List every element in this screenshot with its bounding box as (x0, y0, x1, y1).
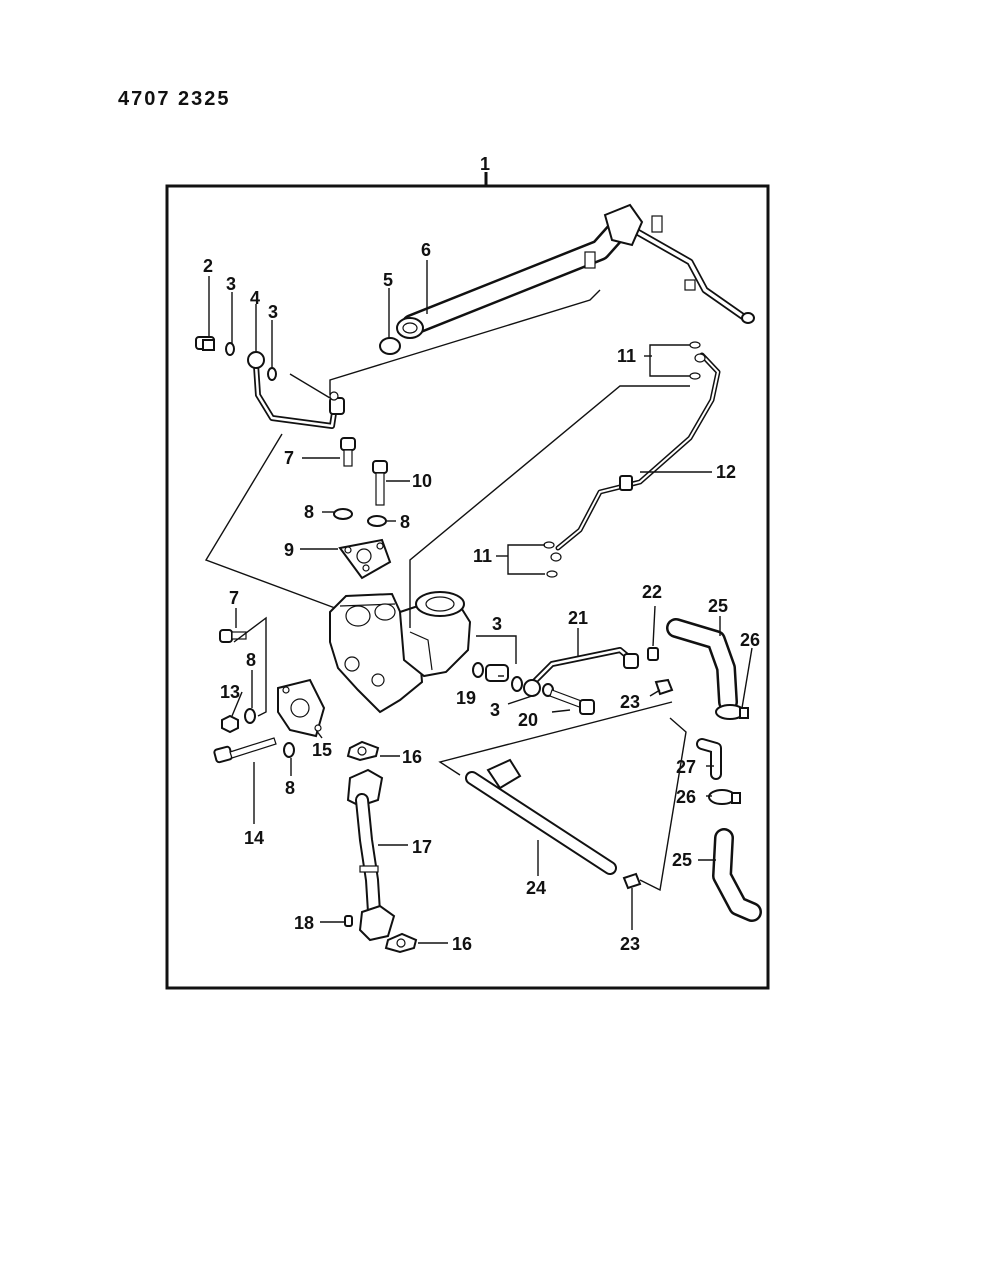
part-10-stud (372, 460, 388, 506)
callout-22: 22 (642, 582, 662, 602)
part-5-o-ring (379, 337, 401, 355)
turbocharger-body (329, 591, 472, 714)
callout-24: 24 (526, 878, 546, 898)
callout-10: 10 (412, 471, 432, 491)
document-id: 4707 2325 (118, 88, 231, 110)
callout-4: 4 (250, 288, 260, 308)
callout-17: 17 (412, 837, 432, 857)
callout-25: 25 (672, 850, 692, 870)
callout-7: 7 (229, 588, 239, 608)
part-11-fitting (689, 372, 701, 380)
part-22-plug (647, 647, 659, 661)
part-16-gasket (384, 932, 418, 954)
callout-15: 15 (312, 740, 332, 760)
connector-lines (204, 289, 690, 892)
part-3-washer (472, 662, 484, 678)
part-7-bolt-upper (340, 437, 356, 467)
callout-11: 11 (473, 546, 492, 566)
part-3-bracket (476, 635, 517, 664)
part-8-washer (283, 742, 295, 758)
part-17-oil-return-pipe (346, 768, 396, 942)
callout-3: 3 (268, 302, 278, 322)
callout-7: 7 (284, 448, 294, 468)
callout-27: 27 (676, 757, 696, 777)
callout-16: 16 (452, 934, 472, 954)
part-23-clip (654, 678, 674, 696)
part-11-fitting (689, 341, 701, 349)
part-3-washer (267, 367, 277, 381)
part-2-eye-bolt (195, 336, 215, 351)
part-3-washer (511, 676, 523, 692)
callout-19: 19 (456, 688, 476, 708)
part-8-washer (333, 508, 353, 520)
callout-12: 12 (716, 462, 736, 482)
callout-26: 26 (676, 787, 696, 807)
callout-23: 23 (620, 934, 640, 954)
callout-25: 25 (708, 596, 728, 616)
callouts: 1 2 3 4 3 5 6 11 7 10 12 8 8 9 11 7 3 21… (203, 154, 760, 954)
part-26-clamp-lower (708, 789, 741, 805)
part-19-connector (485, 664, 509, 682)
callout-2: 2 (203, 256, 213, 276)
part-11-fitting (546, 570, 558, 578)
callout-1: 1 (480, 154, 490, 174)
part-8-washer (367, 515, 387, 527)
part-11-bracket-lower (507, 544, 545, 575)
callout-14: 14 (244, 828, 264, 848)
callout-26: 26 (740, 630, 760, 650)
callout-3: 3 (492, 614, 502, 634)
part-3-washer (225, 342, 235, 356)
callout-23: 23 (620, 692, 640, 712)
part-25-hose-upper (666, 618, 738, 712)
part-7-bolt-lower (219, 629, 247, 643)
callout-8: 8 (304, 502, 314, 522)
assembly-frame (165, 184, 770, 990)
callout-18: 18 (294, 913, 314, 933)
callout-8: 8 (285, 778, 295, 798)
callout-6: 6 (421, 240, 431, 260)
leader-lines (208, 260, 753, 944)
callout-9: 9 (284, 540, 294, 560)
part-23-clip (622, 872, 642, 890)
part-11-fitting (543, 541, 555, 549)
part-25-hose-lower (712, 828, 762, 922)
callout-3: 3 (226, 274, 236, 294)
callout-5: 5 (383, 270, 393, 290)
callout-3: 3 (490, 700, 500, 720)
part-12-coolant-pipe (555, 352, 721, 551)
part-11-fitting (550, 552, 562, 562)
part-6-water-pipe (396, 203, 755, 339)
callout-11: 11 (617, 346, 636, 366)
part-13-nut (221, 714, 239, 734)
part-4-oil-pipe (247, 351, 345, 429)
callout-21: 21 (568, 608, 588, 628)
callout-16: 16 (402, 747, 422, 767)
part-16-gasket (346, 740, 380, 762)
callout-8: 8 (400, 512, 410, 532)
part-9-gasket (338, 538, 392, 580)
part-27-tube (696, 738, 722, 780)
callout-20: 20 (518, 710, 538, 730)
part-20-eye-bolt (542, 683, 595, 715)
part-15-gasket (277, 678, 326, 738)
callout-8: 8 (246, 650, 256, 670)
part-14-long-bolt (213, 737, 277, 764)
part-24-pipe (465, 758, 617, 875)
part-11-bracket-upper (649, 344, 690, 377)
callout-13: 13 (220, 682, 240, 702)
part-18-pin (344, 915, 353, 927)
part-26-clamp-upper (715, 704, 749, 720)
part-21-oil-pipe (523, 647, 639, 697)
part-11-fitting (694, 353, 706, 363)
part-8-washer (244, 708, 256, 724)
